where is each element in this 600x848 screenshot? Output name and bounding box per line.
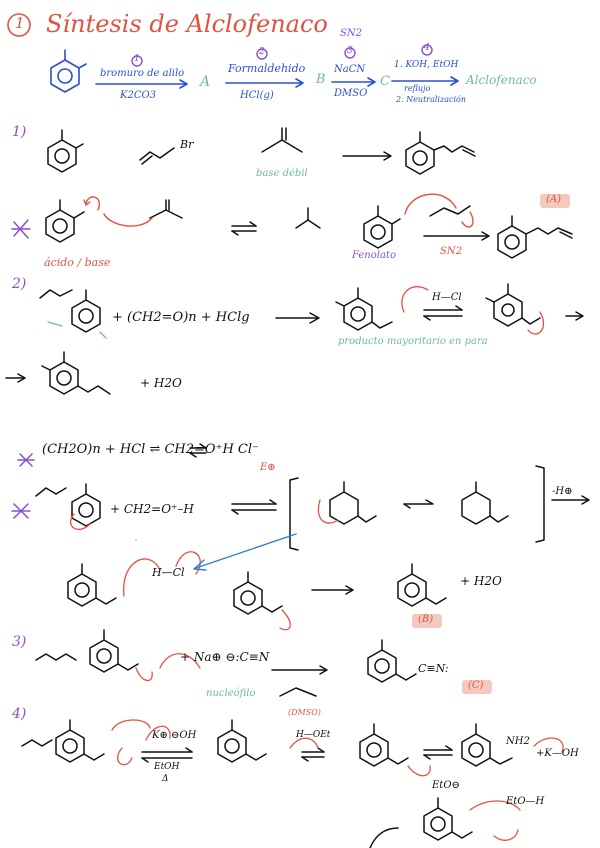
scheme-phenol-ring [50,49,87,93]
acid-base-label: ácido / base [44,256,111,269]
step2-acid: HCl(g) [240,90,274,101]
section-3-label: 3) [12,634,27,650]
step2-number: 2 [259,47,265,57]
step4-reflux: reflujo [404,84,431,93]
step1-reagent: bromuro de alilo [100,68,185,79]
compound-B: B [316,72,326,87]
ethanol-label-2: EtO—H [506,796,545,807]
step2-reagent: Formaldehido [228,62,306,75]
etoh-label: EtOH [154,762,180,772]
tag-C-box [462,680,492,694]
ethanol-proton: H—OEt [296,730,331,740]
tag-A-box [540,194,570,208]
oxocarbenium-label: + CH2=O⁺–H [110,502,194,516]
tag-B-box [412,614,442,628]
cyanide-reagent: + Na⊕ ⊖:C≡N [180,650,270,664]
electrophile-label: E⊕ [260,462,276,473]
step3-mechanism: SN2 [340,28,362,39]
step1-base: K2CO3 [120,90,157,101]
dmso-label: (DMSO) [288,708,321,717]
tag-B: (B) [418,614,434,625]
step1-number: 1 [134,54,140,64]
phenolate-label: Fenolato [352,250,396,261]
weak-base-label: base débil [256,168,308,179]
step4-reagent: 1. KOH, EtOH [394,60,459,70]
compound-C: C [380,74,390,89]
section-4-label: 4) [12,706,27,722]
nitrile-label: C≡N: [418,662,449,675]
page-title: Síntesis de Alclofenaco [46,10,328,38]
section-2-reagents: + (CH2=O)n + HClg [112,310,250,325]
section-2-label: 2) [12,276,27,292]
deprotonation-label: -H⊕ [552,486,573,497]
step4-number: 4 [424,43,430,53]
step4-neutralization: 2. Neutralización [396,95,466,104]
ethoxide-label: EtO⊖ [432,780,460,791]
compound-A: A [200,74,211,90]
sn2-label: SN2 [440,246,462,257]
nucleophile-label: nucleófilo [206,688,256,699]
tag-C: (C) [468,680,484,691]
delta-label: Δ [162,774,169,784]
section-1-label: 1) [12,124,27,140]
bromide-label: Br [180,138,194,151]
step3-solvent: DMSO [334,88,368,99]
step3-number: 3 [347,46,353,56]
para-major-note: producto mayoritario en para [338,336,488,347]
tag-A: (A) [546,194,562,205]
water-product-2: + H2O [140,376,182,390]
amide-nh2: NH2 [506,736,530,747]
hcl-label-mech: H—Cl [152,566,185,579]
step3-reagent: NaCN [334,64,366,75]
final-product: Alclofenaco [466,73,537,87]
koh-regenerated: +K—OH [536,748,579,759]
title-number: 1 [15,14,25,32]
formaldehyde-activation: (CH2O)n + HCl ⇌ CH2=O⁺H Cl⁻ [42,442,259,457]
title-number-circle [7,13,31,37]
hcl-label-2: H—Cl [432,292,462,303]
koh-label: K⊕ ⊖OH [152,730,197,741]
water-product-mech: + H2O [460,574,502,588]
